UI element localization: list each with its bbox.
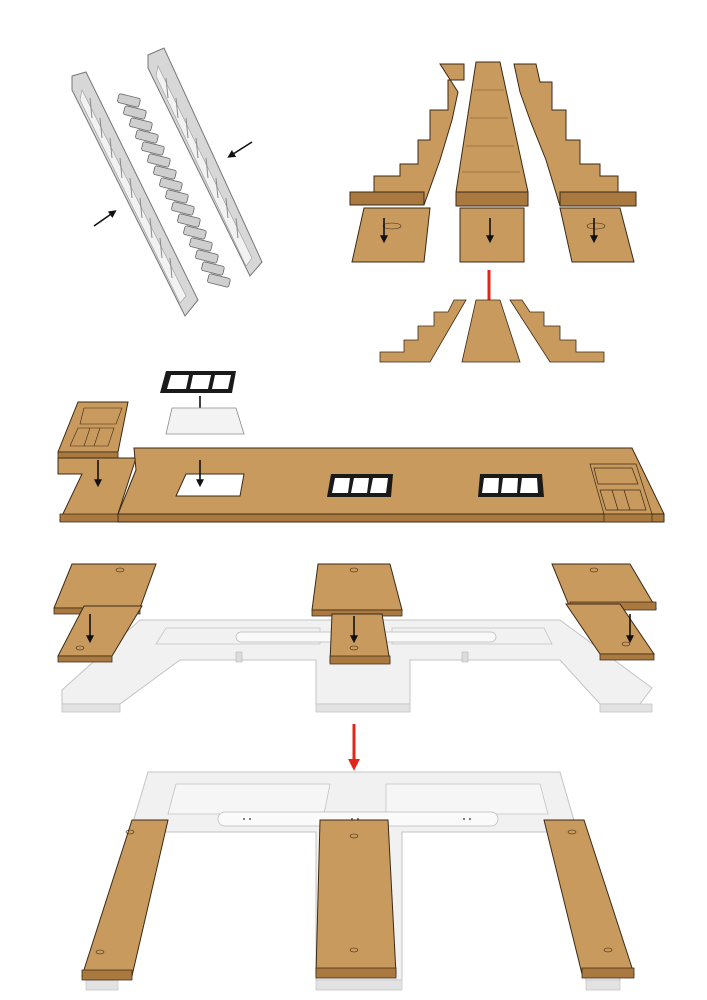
floor-planks-assembly <box>349 61 637 363</box>
glass-pane <box>165 407 245 435</box>
plank-middle <box>455 61 529 207</box>
insert-arrow-icon <box>93 210 117 227</box>
plank-lower-boards <box>351 207 635 263</box>
stair-treads <box>117 93 231 288</box>
plank-right <box>513 63 637 207</box>
runner-left <box>81 819 169 981</box>
window-opening <box>175 473 245 497</box>
support-middle <box>311 563 403 665</box>
deck-assembly <box>57 371 665 523</box>
assembled-base <box>81 771 635 991</box>
stair-stringer-right <box>147 47 263 277</box>
window-installed-2 <box>478 474 544 497</box>
insert-arrow-icon <box>227 141 253 158</box>
window-installed-1 <box>327 474 393 497</box>
runner-middle <box>315 819 397 979</box>
stair-assembly <box>71 47 263 317</box>
support-left <box>53 563 157 663</box>
plank-floor-assembled <box>379 299 605 363</box>
plank-left <box>349 63 465 206</box>
stair-stringer-left <box>71 71 199 317</box>
window-frame-part <box>160 371 236 393</box>
runner-right <box>543 819 635 979</box>
door-installed <box>589 463 653 523</box>
door-panel <box>57 401 129 459</box>
base-frame-assembly <box>53 563 657 713</box>
